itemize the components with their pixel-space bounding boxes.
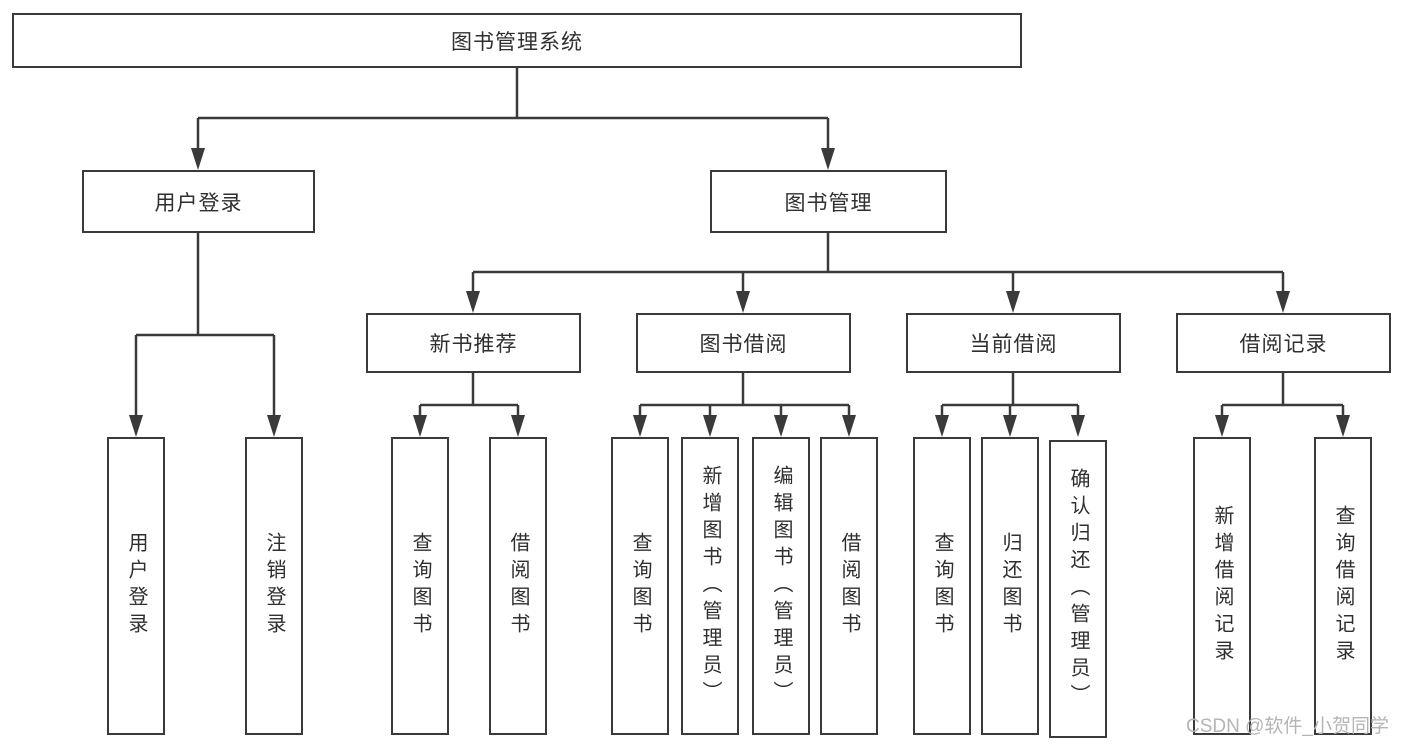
node-current-borrow-label: 当前借阅 xyxy=(969,333,1058,356)
leaf-borrow-books-1: 借阅图书 xyxy=(489,437,547,735)
arrowheads xyxy=(129,148,1350,437)
leaf-borrow-books-2-label: 借阅图书 xyxy=(838,532,860,640)
leaf-user-login-label: 用户登录 xyxy=(125,532,147,640)
leaf-query-books-1: 查询图书 xyxy=(391,437,449,735)
leaf-add-borrow-record-label: 新增借阅记录 xyxy=(1211,505,1233,667)
leaf-borrow-books-1-label: 借阅图书 xyxy=(507,532,529,640)
leaf-borrow-books-2: 借阅图书 xyxy=(820,437,878,735)
csdn-watermark: CSDN @软件_小贺同学 xyxy=(1186,716,1389,737)
node-user-login: 用户登录 xyxy=(82,170,315,233)
leaf-user-login: 用户登录 xyxy=(107,437,165,735)
leaf-edit-book-admin-label: 编辑图书（管理员） xyxy=(770,464,792,708)
node-book-borrow-label: 图书借阅 xyxy=(699,333,788,356)
node-current-borrow: 当前借阅 xyxy=(906,313,1121,373)
leaf-query-books-2: 查询图书 xyxy=(611,437,669,735)
leaf-return-book: 归还图书 xyxy=(981,437,1039,735)
leaf-return-book-label: 归还图书 xyxy=(999,532,1021,640)
leaf-logout-label: 注销登录 xyxy=(263,532,285,640)
node-borrow-records: 借阅记录 xyxy=(1176,313,1391,373)
node-book-borrow: 图书借阅 xyxy=(636,313,851,373)
leaf-add-book-admin-label: 新增图书（管理员） xyxy=(699,464,721,708)
leaf-query-books-3-label: 查询图书 xyxy=(931,532,953,640)
node-book-management: 图书管理 xyxy=(710,170,947,233)
node-book-management-label: 图书管理 xyxy=(784,191,873,215)
node-borrow-records-label: 借阅记录 xyxy=(1239,333,1328,356)
leaf-query-borrow-record-label: 查询借阅记录 xyxy=(1332,505,1354,667)
leaf-confirm-return-admin-label: 确认归还（管理员） xyxy=(1067,467,1089,711)
leaf-add-borrow-record: 新增借阅记录 xyxy=(1193,437,1251,735)
leaf-edit-book-admin: 编辑图书（管理员） xyxy=(752,437,810,735)
leaf-query-books-2-label: 查询图书 xyxy=(629,532,651,640)
node-user-login-label: 用户登录 xyxy=(154,191,243,215)
leaf-query-books-1-label: 查询图书 xyxy=(409,532,431,640)
node-new-book-recommend: 新书推荐 xyxy=(366,313,581,373)
leaf-add-book-admin: 新增图书（管理员） xyxy=(681,437,739,735)
node-root-label: 图书管理系统 xyxy=(451,30,583,54)
leaf-confirm-return-admin: 确认归还（管理员） xyxy=(1049,440,1107,738)
leaf-logout: 注销登录 xyxy=(245,437,303,735)
leaf-query-borrow-record: 查询借阅记录 xyxy=(1314,437,1372,735)
node-new-book-recommend-label: 新书推荐 xyxy=(429,333,518,356)
leaf-query-books-3: 查询图书 xyxy=(913,437,971,735)
node-root: 图书管理系统 xyxy=(12,13,1022,68)
